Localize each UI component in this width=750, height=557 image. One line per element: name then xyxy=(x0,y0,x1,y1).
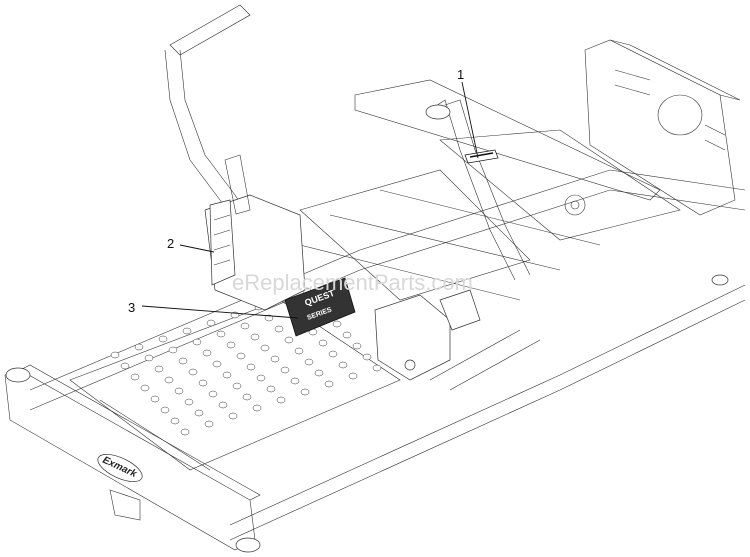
floor-hole xyxy=(338,361,348,369)
floor-hole xyxy=(236,352,246,360)
callout-1: 1 xyxy=(457,67,464,82)
floor-hole xyxy=(372,364,382,372)
leader-line-3 xyxy=(141,305,299,319)
rear-decal xyxy=(464,149,499,164)
floor-hole xyxy=(134,343,144,351)
leader-line-1 xyxy=(461,81,479,159)
floor-hole xyxy=(218,401,228,409)
floor-hole xyxy=(314,369,324,377)
callout-3: 3 xyxy=(128,300,135,315)
floor-hole xyxy=(228,412,238,420)
floor-hole xyxy=(150,395,160,403)
floor-hole xyxy=(174,387,184,395)
floor-hole xyxy=(194,409,204,417)
floor-hole xyxy=(352,342,362,350)
floor-hole xyxy=(324,380,334,388)
floor-hole xyxy=(184,398,194,406)
leader-line-2 xyxy=(179,244,215,253)
callout-2: 2 xyxy=(167,236,174,251)
floor-hole xyxy=(130,373,140,381)
floor-hole xyxy=(328,350,338,358)
floor-hole xyxy=(158,335,168,343)
floor-hole xyxy=(144,354,154,362)
floor-hole xyxy=(204,420,214,428)
floor-hole xyxy=(170,417,180,425)
floor-hole xyxy=(216,330,226,338)
floor-hole xyxy=(164,376,174,384)
floor-hole xyxy=(212,360,222,368)
floor-hole xyxy=(154,365,164,373)
floor-hole xyxy=(280,366,290,374)
callout-labels: 1 2 3 xyxy=(128,67,464,315)
floor-hole xyxy=(232,382,242,390)
watermark: eReplacementParts.com xyxy=(232,270,473,295)
floor-hole xyxy=(168,346,178,354)
floor-hole xyxy=(182,327,192,335)
floor-hole xyxy=(260,344,270,352)
floor-hole xyxy=(274,325,284,333)
floor-hole xyxy=(252,404,262,412)
floor-hole xyxy=(202,349,212,357)
brand-logo: Exmark xyxy=(97,454,143,482)
floor-hole xyxy=(192,338,202,346)
floor-hole xyxy=(342,331,352,339)
floor-hole xyxy=(246,363,256,371)
floor-hole xyxy=(188,368,198,376)
floor-hole xyxy=(120,362,130,370)
floor-hole xyxy=(242,393,252,401)
floor-hole xyxy=(140,384,150,392)
floor-hole xyxy=(160,406,170,414)
left-control-bracket xyxy=(204,154,306,311)
floor-hole xyxy=(198,379,208,387)
floor-hole xyxy=(178,357,188,365)
floor-hole xyxy=(270,355,280,363)
floor-hole xyxy=(290,377,300,385)
floor-hole xyxy=(348,372,358,380)
floor-hole xyxy=(332,320,342,328)
floor-hole xyxy=(208,390,218,398)
floor-hole xyxy=(222,371,232,379)
floor-hole xyxy=(304,358,314,366)
floor-hole xyxy=(250,333,260,341)
floor-hole xyxy=(276,396,286,404)
series-decal: QUEST SERIES xyxy=(284,277,356,337)
floor-hole xyxy=(226,341,236,349)
floor-hole xyxy=(206,319,216,327)
callout-leaders xyxy=(141,81,479,319)
floor-hole xyxy=(284,336,294,344)
floor-hole xyxy=(300,388,310,396)
floor-hole xyxy=(180,428,190,436)
floor-hole xyxy=(240,322,250,330)
floor-hole xyxy=(110,351,120,359)
floor-hole xyxy=(318,339,328,347)
floor-hole xyxy=(294,347,304,355)
floor-hole xyxy=(266,385,276,393)
floor-hole xyxy=(256,374,266,382)
right-control-bracket xyxy=(374,289,481,381)
floor-hole xyxy=(362,353,372,361)
floor-hole xyxy=(264,314,274,322)
